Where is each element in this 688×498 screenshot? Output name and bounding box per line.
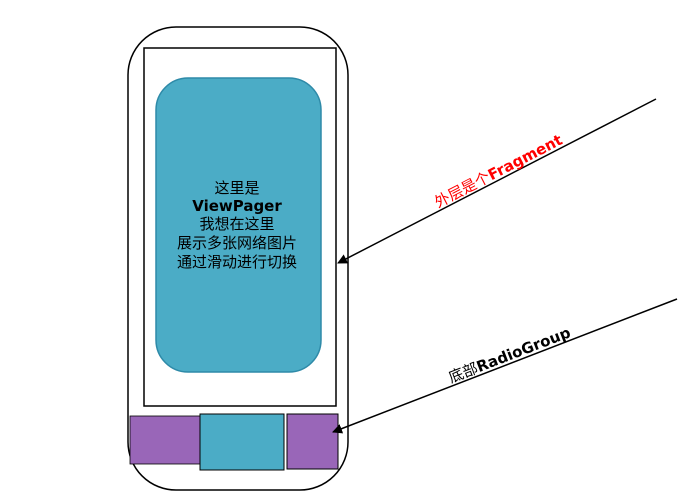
radiogroup-label: 底部RadioGroup bbox=[446, 323, 573, 386]
viewpager-line-3: 我想在这里 bbox=[199, 215, 274, 233]
radio-tab-right bbox=[286, 413, 339, 470]
fragment-arrow bbox=[337, 98, 657, 264]
radiogroup-arrow bbox=[332, 298, 678, 434]
viewpager-line-5: 通过滑动进行切换 bbox=[177, 253, 297, 271]
fragment-label-suffix: Fragment bbox=[485, 131, 565, 184]
radio-tab-left bbox=[129, 415, 201, 465]
viewpager-line-2: ViewPager bbox=[192, 197, 282, 215]
fragment-label-prefix: 外层是个 bbox=[432, 168, 494, 212]
viewpager-box bbox=[155, 77, 322, 373]
viewpager-line-4: 展示多张网络图片 bbox=[177, 234, 297, 252]
radiogroup-label-suffix: RadioGroup bbox=[474, 323, 573, 376]
radio-tab-middle bbox=[199, 413, 285, 471]
viewpager-line-1: 这里是 bbox=[214, 179, 259, 197]
fragment-label: 外层是个Fragment bbox=[432, 131, 566, 212]
